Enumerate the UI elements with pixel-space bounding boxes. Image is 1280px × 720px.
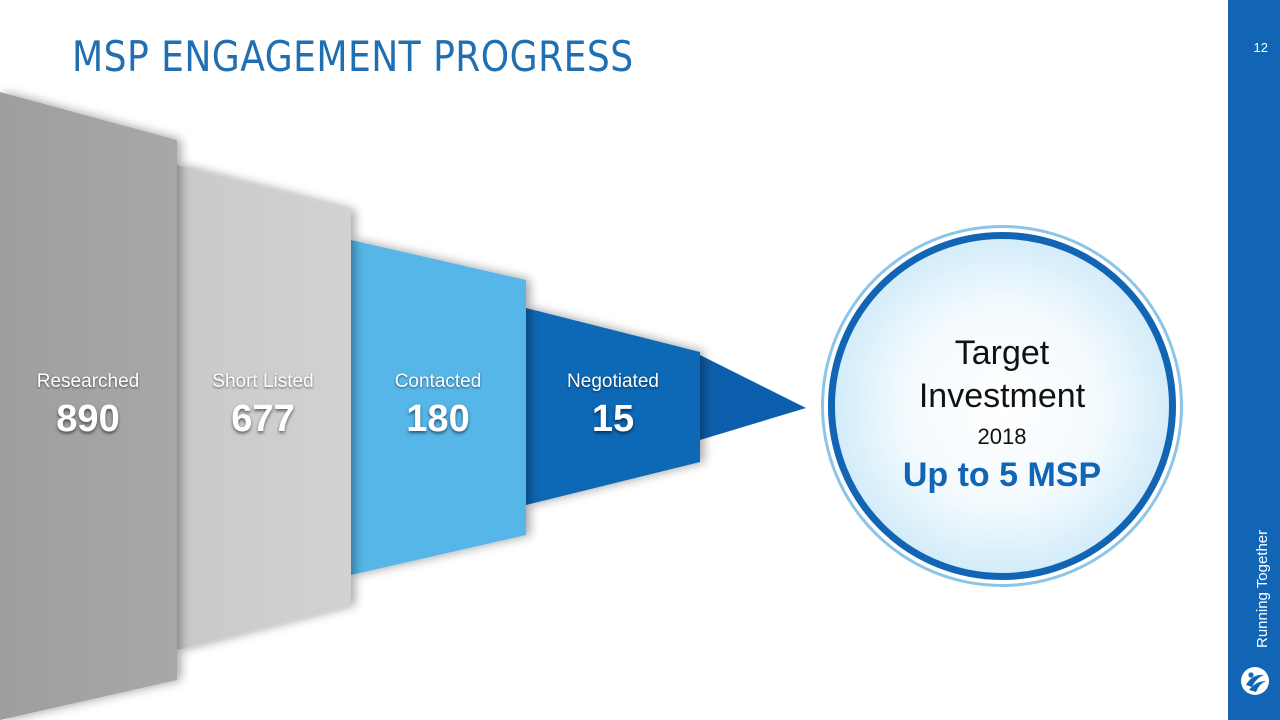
funnel-stage-negotiated [526, 308, 700, 505]
funnel-stage-researched [0, 92, 177, 720]
target-circle: Target Investment 2018 Up to 5 MSP [828, 232, 1176, 580]
target-subtitle: Up to 5 MSP [902, 456, 1102, 494]
funnel-stage-short-listed [177, 165, 351, 650]
page-title: MSP ENGAGEMENT PROGRESS [72, 32, 634, 81]
stage-value-short-listed: 677 [231, 398, 295, 440]
funnel-stage-contacted [351, 240, 526, 575]
stage-label-negotiated: Negotiated [567, 371, 659, 392]
funnel-stage-arrow-tip [700, 355, 806, 440]
stage-value-researched: 890 [56, 398, 120, 440]
stage-label-contacted: Contacted [394, 371, 482, 392]
stage-label-researched: Researched [36, 371, 140, 392]
target-year: 2018 [977, 424, 1027, 449]
page-number: 12 [1253, 40, 1268, 55]
target-heading-line1: Target [954, 334, 1050, 372]
right-brand-bar: 12 Running Together [1228, 0, 1280, 720]
target-heading-line2: Investment [918, 377, 1086, 415]
company-logo-icon [1241, 667, 1269, 695]
stage-value-negotiated: 15 [591, 398, 635, 440]
tagline: Running Together [1254, 529, 1271, 648]
stage-value-contacted: 180 [406, 398, 470, 440]
stage-label-short-listed: Short Listed [212, 371, 314, 392]
